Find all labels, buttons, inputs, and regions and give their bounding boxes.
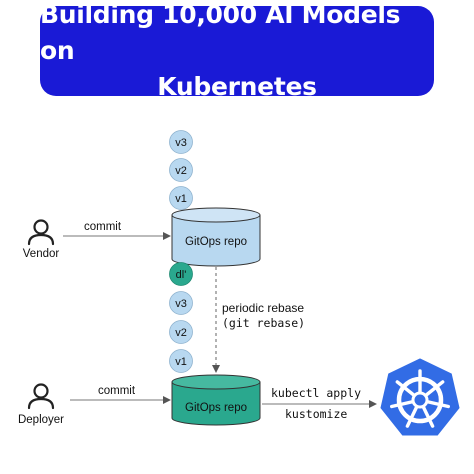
top-gitops-repo: GitOps repo — [171, 207, 261, 267]
top-repo-label: GitOps repo — [185, 236, 247, 248]
deployer-commit-label: commit — [98, 385, 136, 397]
bottom-version-v3: v3 — [169, 291, 193, 315]
top-version-v3-label: v3 — [175, 137, 187, 149]
bottom-repo-label: GitOps repo — [185, 402, 247, 414]
title-line-1: Building 10,000 AI Models on — [40, 0, 401, 65]
person-icon — [27, 383, 55, 410]
bottom-version-dl: dl' — [169, 262, 193, 286]
bottom-version-v3-label: v3 — [175, 298, 187, 310]
title-line-2: Kubernetes — [157, 72, 317, 101]
title-banner: Building 10,000 AI Models on Kubernetes — [40, 0, 434, 101]
apply-label-line-2: kustomize — [285, 407, 347, 421]
bottom-version-v1-label: v1 — [175, 356, 187, 368]
vendor-label: Vendor — [23, 248, 60, 260]
deployer-actor: Deployer — [18, 383, 64, 426]
person-icon — [27, 219, 55, 246]
bottom-version-v2-label: v2 — [175, 327, 187, 339]
top-version-v2-label: v2 — [175, 165, 187, 177]
bottom-version-v2: v2 — [169, 320, 193, 344]
bottom-gitops-repo: GitOps repo — [171, 374, 261, 426]
deployer-label: Deployer — [18, 414, 64, 426]
top-version-v2: v2 — [169, 158, 193, 182]
top-version-v1: v1 — [169, 186, 193, 210]
bottom-version-dl-label: dl' — [176, 269, 187, 281]
apply-label-line-1: kubectl apply — [271, 386, 361, 400]
rebase-label-line-1: periodic rebase — [222, 301, 304, 315]
vendor-commit-label: commit — [84, 221, 122, 233]
bottom-version-v1: v1 — [169, 349, 193, 373]
vendor-actor: Vendor — [23, 219, 60, 260]
rebase-label-line-2: (git rebase) — [222, 316, 305, 330]
top-version-v1-label: v1 — [175, 193, 187, 205]
kubernetes-logo — [377, 355, 463, 439]
top-version-v3: v3 — [169, 130, 193, 154]
